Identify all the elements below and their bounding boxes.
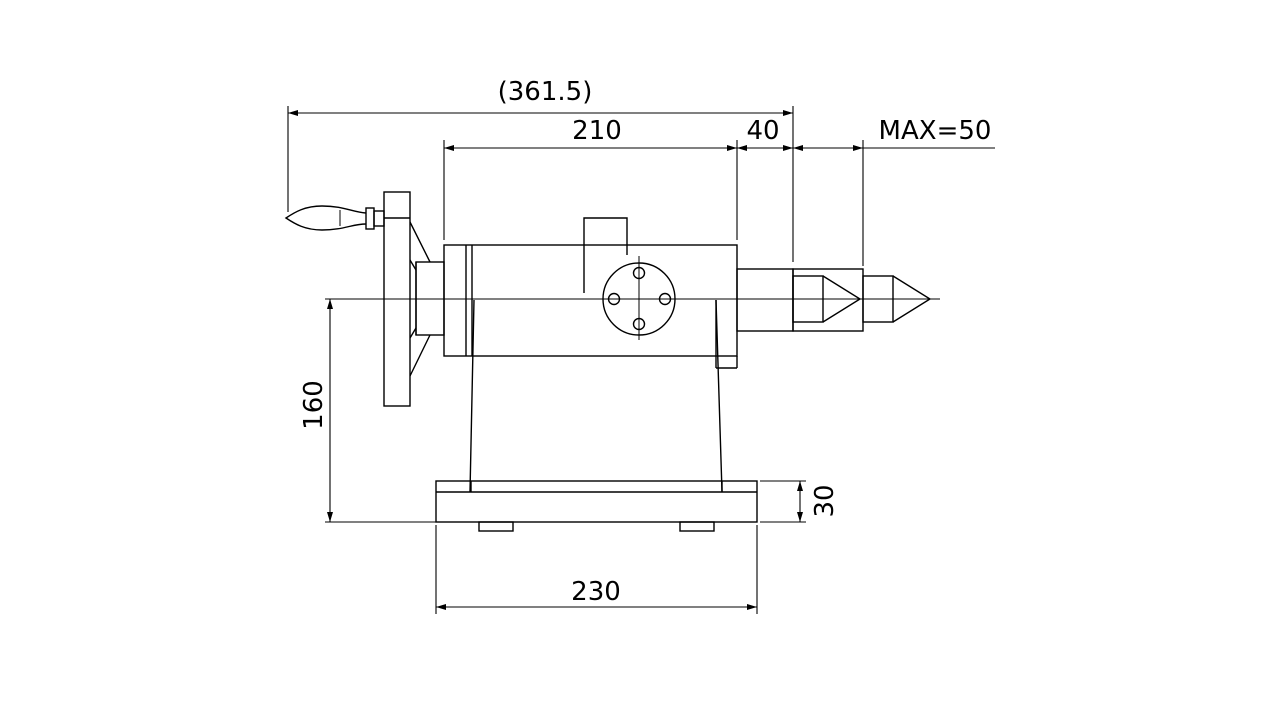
base-plate [435,480,758,523]
flange-hole-bottom [632,317,646,331]
tailstock-part [284,191,940,532]
base-foot-left [478,521,514,532]
dim-center-height: 160 [299,380,329,430]
main-housing [443,244,738,357]
lock-lever-block [583,217,628,293]
handwheel-spokes [409,221,431,377]
dim-base-width: 230 [571,577,621,607]
dim-body-length: 210 [572,116,622,146]
handwheel-handle [284,205,385,231]
dim-quill-extension: 40 [746,116,779,146]
dim-overall-length: (361.5) [498,77,593,107]
quill [736,268,794,332]
dimension-annotations: (361.5) 210 40 MAX=50 160 30 230 [287,77,995,614]
body-pedestal [469,299,723,493]
dim-max-travel: MAX=50 [879,116,992,146]
dim-base-thickness: 30 [810,484,840,517]
flange-hole-top [632,266,646,280]
base-foot-right [679,521,715,532]
